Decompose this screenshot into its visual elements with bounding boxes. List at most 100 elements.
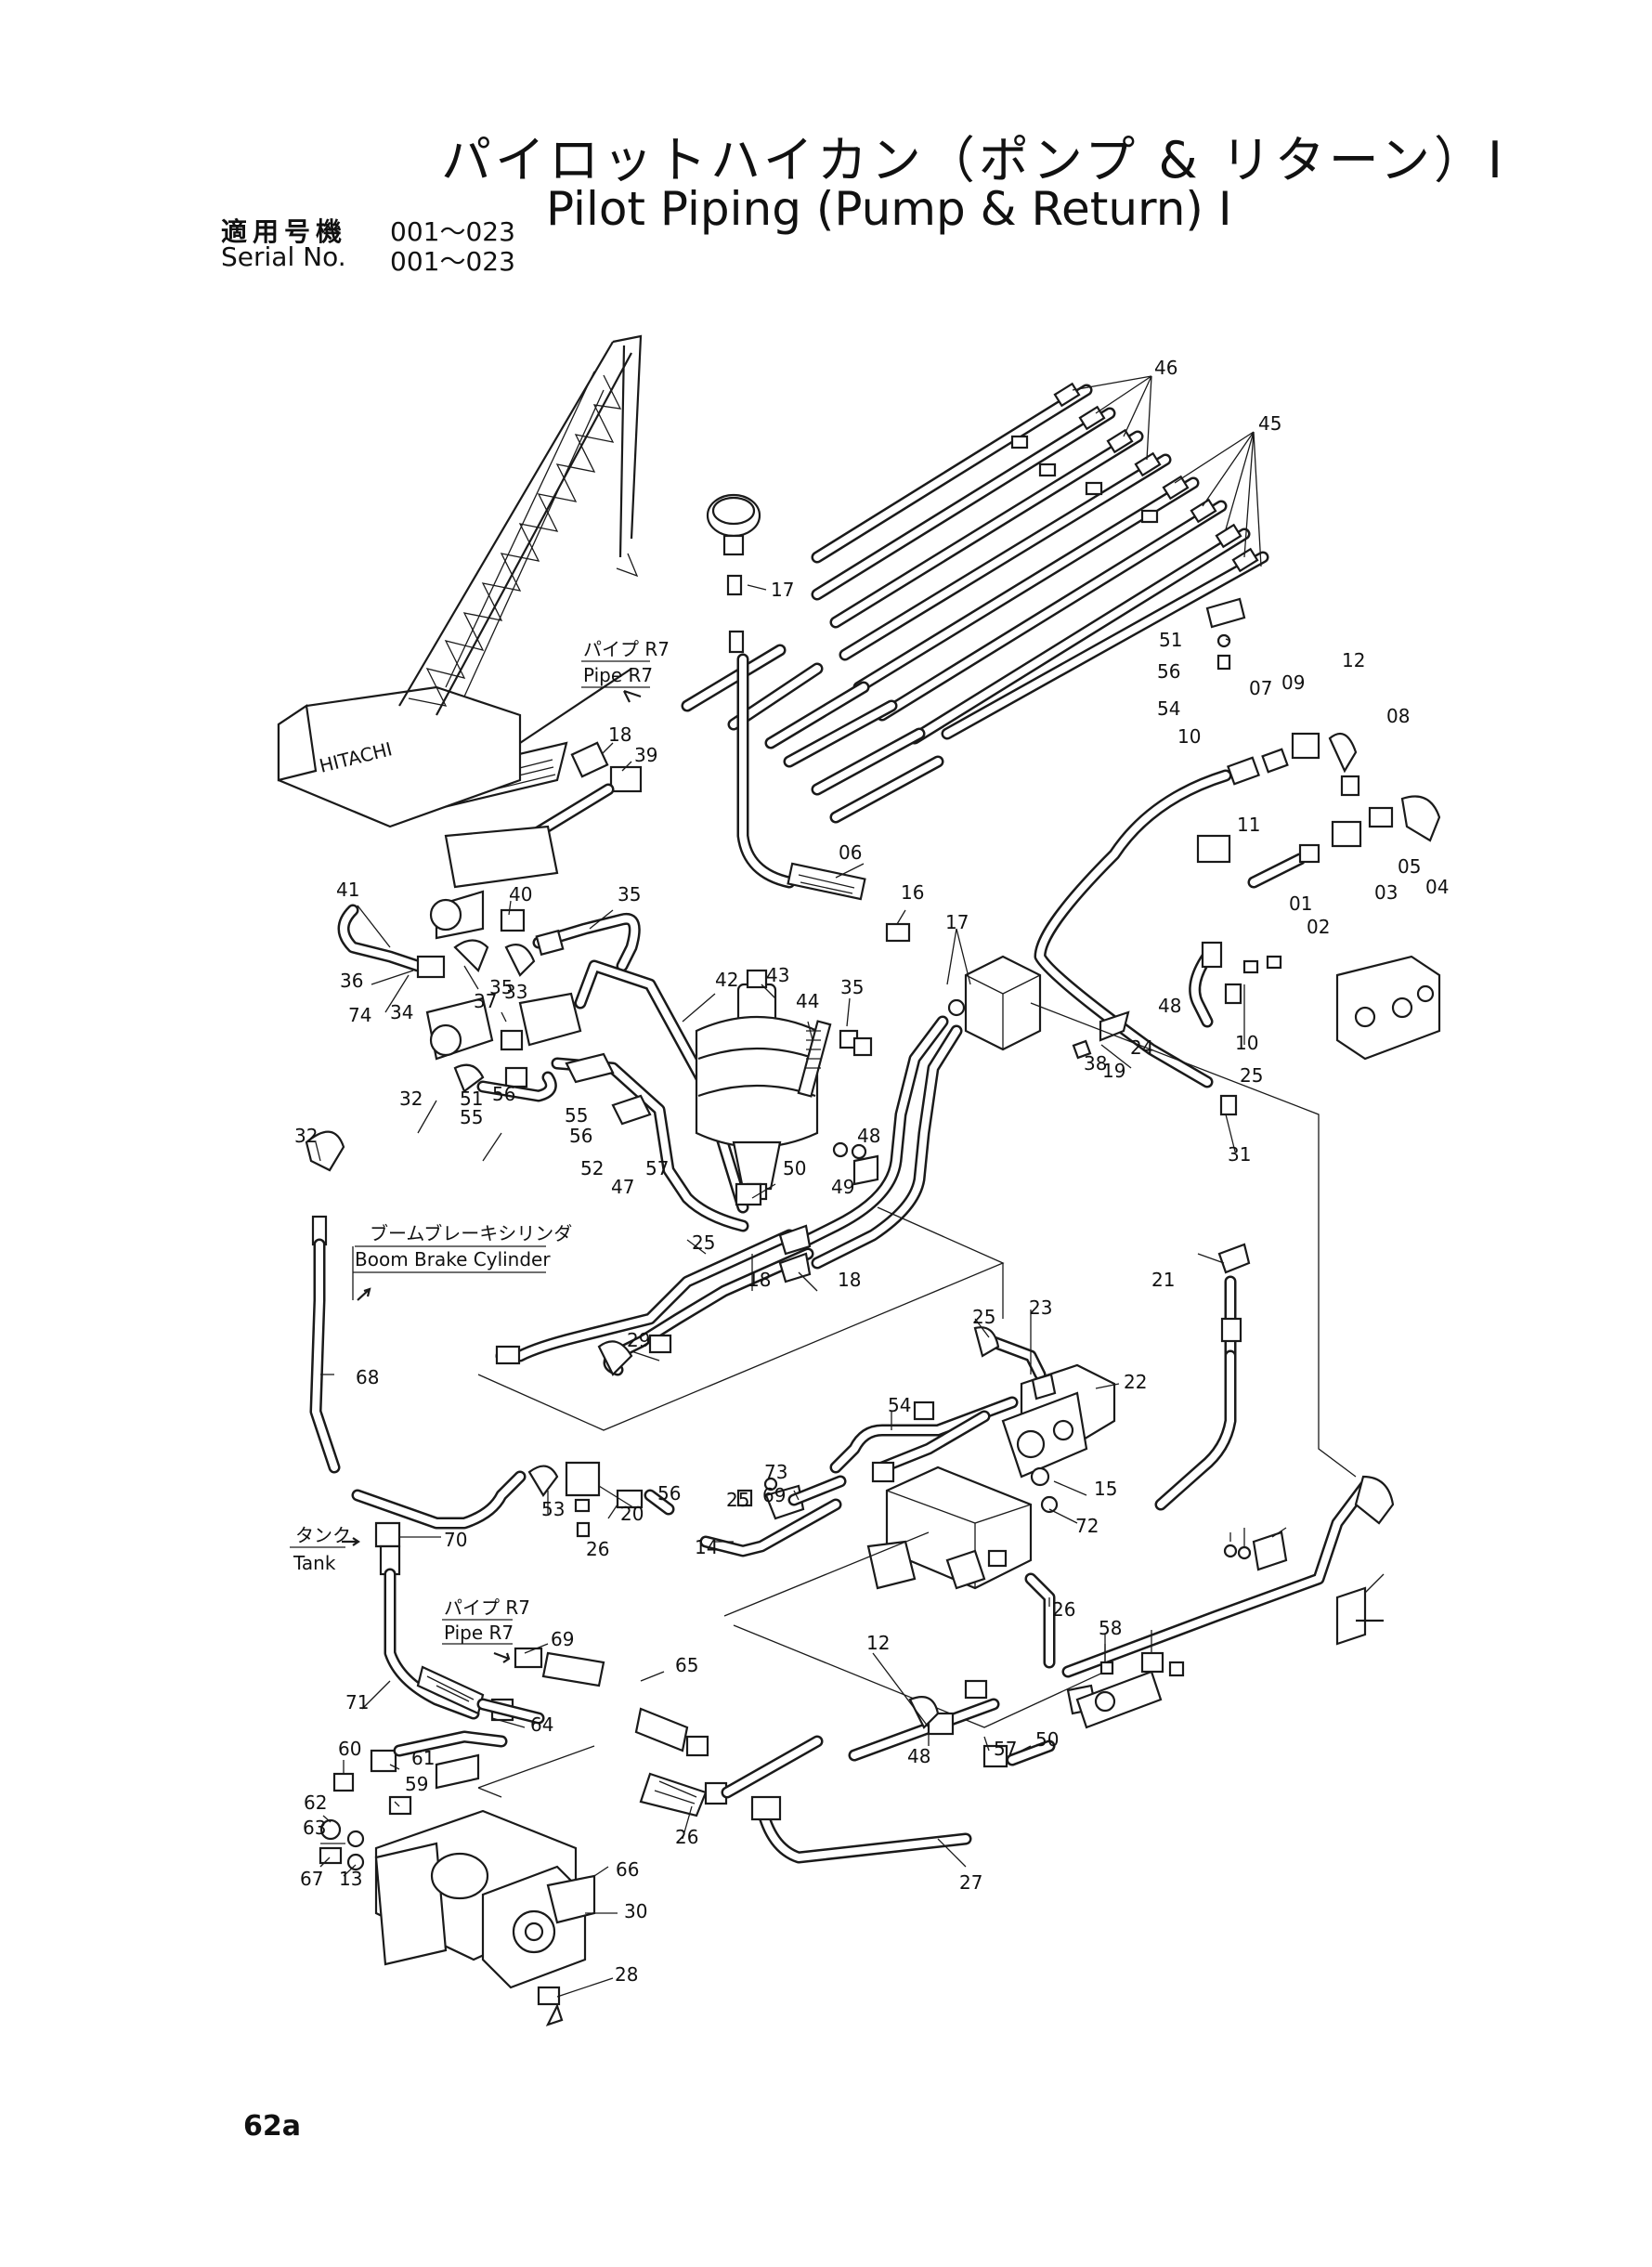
part-number-51: 51 — [460, 1088, 483, 1110]
part-number-60: 60 — [338, 1738, 361, 1760]
part-number-43: 43 — [766, 964, 789, 986]
part-number-01: 01 — [1289, 892, 1312, 915]
part-number-24: 24 — [1130, 1036, 1153, 1059]
part-number-20: 20 — [620, 1503, 644, 1525]
pipe-r7-bottom-japanese: パイプ R7 — [444, 1596, 530, 1619]
part-number-10: 10 — [1235, 1032, 1258, 1054]
part-number-64: 64 — [530, 1713, 553, 1736]
crane-leader-line — [519, 668, 632, 744]
serial-label-english: Serial No. — [221, 241, 346, 272]
accumulator-42 — [695, 969, 879, 1206]
part-number-56: 56 — [657, 1482, 681, 1505]
part-number-56: 56 — [1157, 660, 1180, 683]
part-number-18: 18 — [838, 1269, 861, 1291]
pressure-gauge — [706, 493, 761, 654]
pilot-valve-assembly — [1034, 597, 1441, 1116]
part-number-11: 11 — [1237, 814, 1260, 836]
pipe-r7-bottom-arrow — [493, 1651, 511, 1663]
part-number-58: 58 — [1099, 1617, 1122, 1639]
part-number-66: 66 — [616, 1858, 639, 1881]
part-number-41: 41 — [336, 879, 359, 901]
pipe-r7-top-annotation: パイプ R7 Pipe R7 — [581, 638, 670, 703]
crane-pendant-lines — [445, 371, 605, 697]
part-number-26: 26 — [1052, 1598, 1075, 1621]
part-number-56: 56 — [569, 1125, 592, 1147]
part-number-73: 73 — [764, 1461, 787, 1483]
part-number-48: 48 — [907, 1745, 930, 1767]
part-number-37: 37 — [474, 990, 497, 1012]
part-number-26: 26 — [675, 1826, 698, 1848]
serial-label-japanese: 適用号機 — [221, 216, 348, 247]
part-number-72: 72 — [1075, 1515, 1099, 1537]
part-number-30: 30 — [624, 1900, 647, 1922]
part-number-68: 68 — [356, 1366, 379, 1388]
left-lower-cluster — [305, 1130, 847, 1557]
part-number-65: 65 — [675, 1654, 698, 1676]
part-number-25: 25 — [972, 1306, 995, 1328]
part-number-46: 46 — [1154, 357, 1177, 379]
boom-brake-arrow — [357, 1287, 371, 1301]
part-number-40: 40 — [509, 883, 532, 905]
part-number-67: 67 — [300, 1868, 323, 1890]
part-number-74: 74 — [348, 1004, 371, 1026]
tank-english: Tank — [293, 1552, 336, 1574]
page-number: 62a — [243, 2110, 301, 2143]
part-number-54: 54 — [888, 1394, 911, 1416]
part-number-29: 29 — [627, 1329, 650, 1351]
part-number-55: 55 — [565, 1104, 588, 1127]
part-number-50: 50 — [1035, 1728, 1059, 1751]
tank-arrow — [342, 1537, 360, 1546]
part-number-70: 70 — [444, 1529, 467, 1551]
part-number-31: 31 — [1228, 1143, 1251, 1166]
serial-range-english: 001～023 — [390, 246, 515, 277]
middle-pipe-run — [477, 1015, 1005, 1431]
part-number-16: 16 — [901, 881, 924, 904]
crane-jib — [612, 334, 643, 558]
crane-boom-lacing — [408, 374, 622, 707]
part-number-51: 51 — [1159, 629, 1182, 651]
part-number-71: 71 — [345, 1691, 369, 1713]
part-number-18: 18 — [748, 1269, 771, 1291]
pipe-r7-top-arrow — [623, 689, 642, 703]
part-number-09: 09 — [1281, 671, 1305, 694]
pilot-pipe-bundle — [811, 382, 1269, 745]
part-number-48: 48 — [1158, 995, 1181, 1017]
part-number-59: 59 — [405, 1773, 428, 1795]
part-number-34: 34 — [390, 1001, 413, 1023]
return-line-cluster — [374, 1521, 1384, 1864]
diagram-title-japanese: パイロットハイカン（ポンプ & リターン）I — [441, 131, 1506, 189]
part-number-48: 48 — [857, 1125, 880, 1147]
part-number-07: 07 — [1249, 677, 1272, 699]
part-number-10: 10 — [1177, 725, 1201, 748]
part-number-35: 35 — [489, 976, 513, 998]
part-number-35: 35 — [618, 883, 641, 905]
part-number-36: 36 — [340, 970, 363, 992]
part-number-42: 42 — [715, 969, 738, 991]
part-number-28: 28 — [615, 1963, 638, 1986]
tank-japanese: タンク — [295, 1524, 351, 1546]
crane-illustration: HITACHI — [277, 334, 643, 828]
part-number-12: 12 — [866, 1632, 890, 1654]
part-number-25: 25 — [692, 1231, 715, 1254]
part-number-17: 17 — [945, 911, 969, 933]
part-number-47: 47 — [611, 1176, 634, 1198]
part-number-57: 57 — [994, 1738, 1017, 1760]
part-number-50: 50 — [783, 1157, 806, 1179]
part-number-08: 08 — [1386, 705, 1410, 727]
crane-cab — [277, 704, 318, 782]
part-number-54: 54 — [1157, 697, 1180, 720]
part-number-02: 02 — [1307, 916, 1330, 938]
fitting-17-mid — [885, 922, 911, 943]
part-number-14: 14 — [695, 1536, 718, 1558]
part-number-19: 19 — [1102, 1060, 1125, 1082]
part-number-35: 35 — [840, 976, 864, 998]
part-number-38: 38 — [1084, 1052, 1107, 1075]
part-number-15: 15 — [1094, 1478, 1117, 1500]
part-number-26: 26 — [586, 1538, 609, 1560]
part-number-06: 06 — [839, 841, 862, 864]
part-number-49: 49 — [831, 1176, 854, 1198]
part-number-55: 55 — [460, 1106, 483, 1128]
